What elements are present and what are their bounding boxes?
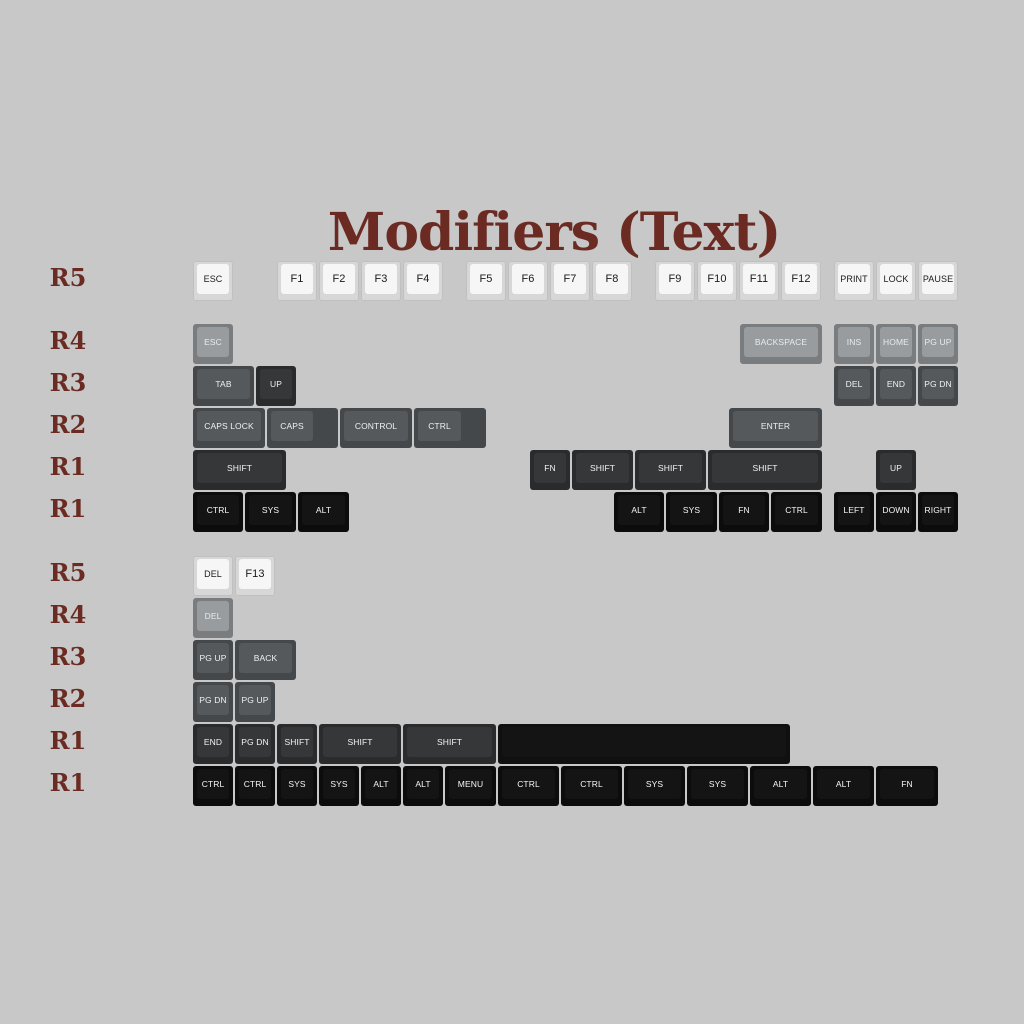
keycap: CONTROL [340, 408, 412, 448]
row-label-r1: R1 [49, 726, 87, 755]
keycap: SHIFT [708, 450, 822, 490]
keycap: ALT [403, 766, 443, 806]
keycap: SYS [277, 766, 317, 806]
keycap: FN [876, 766, 938, 806]
row-label-r3: R3 [49, 368, 87, 397]
keycap: F7 [550, 261, 590, 301]
keycap: F11 [739, 261, 779, 301]
keycap: ALT [298, 492, 349, 532]
keycap: ALT [813, 766, 874, 806]
keycap: ALT [361, 766, 401, 806]
keycap: SHIFT [319, 724, 401, 764]
row-label-r4: R4 [49, 600, 87, 629]
keycap: CAPS [267, 408, 338, 448]
row-label-r1-bottom: R1 [49, 494, 87, 523]
keycap: SHIFT [403, 724, 496, 764]
keycap: MENU [445, 766, 496, 806]
row-label-r1-bottom: R1 [49, 768, 87, 797]
keycap: PG UP [918, 324, 958, 364]
keycap: PG UP [235, 682, 275, 722]
keycap: SYS [245, 492, 296, 532]
keycap: ESC [193, 324, 233, 364]
keycap: PG DN [918, 366, 958, 406]
keycap: PG DN [193, 682, 233, 722]
keycap: F4 [403, 261, 443, 301]
row-label-r3: R3 [49, 642, 87, 671]
keycap: TAB [193, 366, 254, 406]
keycap: F6 [508, 261, 548, 301]
keycap: LOCK [876, 261, 916, 301]
keycap: F12 [781, 261, 821, 301]
keycap: DEL [834, 366, 874, 406]
keycap: SHIFT [572, 450, 633, 490]
keycap: SYS [666, 492, 717, 532]
keycap: UP [876, 450, 916, 490]
keycap: ENTER [729, 408, 822, 448]
keycap: BACKSPACE [740, 324, 822, 364]
spacebar-keycap [498, 724, 790, 764]
keycap: F1 [277, 261, 317, 301]
row-label-r5: R5 [49, 263, 87, 292]
keycap: PG DN [235, 724, 275, 764]
keycap: END [876, 366, 916, 406]
keycap: ALT [614, 492, 664, 532]
row-label-r5: R5 [49, 558, 87, 587]
keycap: DEL [193, 598, 233, 638]
keycap: F13 [235, 556, 275, 596]
keycap: INS [834, 324, 874, 364]
keycap: LEFT [834, 492, 874, 532]
keycap: CTRL [498, 766, 559, 806]
keycap: PG UP [193, 640, 233, 680]
keycap: ALT [750, 766, 811, 806]
keycap: F8 [592, 261, 632, 301]
keycap: CAPS LOCK [193, 408, 265, 448]
keycap: DOWN [876, 492, 916, 532]
keycap: SYS [624, 766, 685, 806]
page-title: Modifiers (Text) [327, 202, 781, 263]
keycap: ESC [193, 261, 233, 301]
keycap: BACK [235, 640, 296, 680]
keycap: F5 [466, 261, 506, 301]
keycap: PAUSE [918, 261, 958, 301]
keycap: F9 [655, 261, 695, 301]
keycap: CTRL [561, 766, 622, 806]
keycap: CTRL [193, 766, 233, 806]
keycap: F2 [319, 261, 359, 301]
keycap: SHIFT [193, 450, 286, 490]
keycap: F3 [361, 261, 401, 301]
keycap: RIGHT [918, 492, 958, 532]
row-label-r2: R2 [49, 684, 87, 713]
keycap: CTRL [235, 766, 275, 806]
keycap: SYS [687, 766, 748, 806]
keycap: CTRL [771, 492, 822, 532]
keycap: FN [719, 492, 769, 532]
keycap: FN [530, 450, 570, 490]
keycap: SYS [319, 766, 359, 806]
keycap: CTRL [193, 492, 243, 532]
keycap: F10 [697, 261, 737, 301]
keycap: PRINT [834, 261, 874, 301]
keycap: END [193, 724, 233, 764]
keycap: SHIFT [635, 450, 706, 490]
keycap: UP [256, 366, 296, 406]
row-label-r4: R4 [49, 326, 87, 355]
keycap: DEL [193, 556, 233, 596]
keycap: HOME [876, 324, 916, 364]
keycap: CTRL [414, 408, 486, 448]
keycap: SHIFT [277, 724, 317, 764]
row-label-r1: R1 [49, 452, 87, 481]
row-label-r2: R2 [49, 410, 87, 439]
